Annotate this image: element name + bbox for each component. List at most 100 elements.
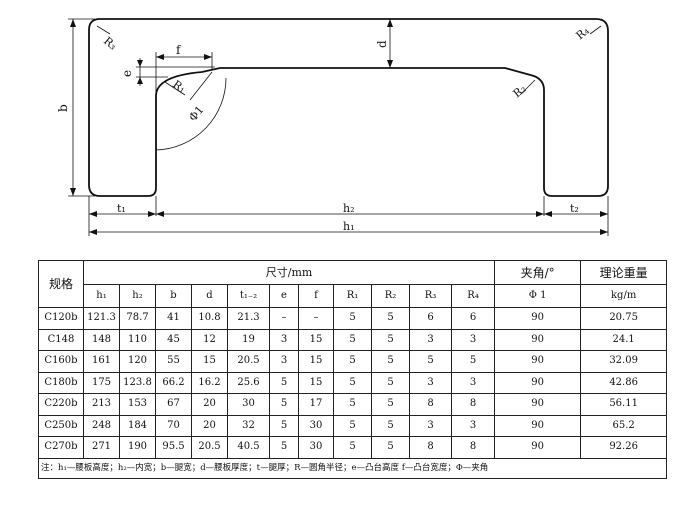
cell: 21.3 xyxy=(227,307,270,330)
subheader-row: h₁ h₂ b d t₁₋₂ e f R₁ R₂ R₃ R₄ Φ 1 kg/m xyxy=(39,284,668,308)
note-row: 注：h₁—腰板高度；h₂—内宽；b—腿宽；d—腰板厚度；t—腿厚；R—圆角半径；… xyxy=(37,457,668,479)
cell: C148 xyxy=(38,328,84,351)
subheader-r2: R₂ xyxy=(371,284,410,308)
cell: 15 xyxy=(298,371,334,394)
subheader-h1: h₁ xyxy=(83,284,120,308)
cell: 20 xyxy=(191,393,228,416)
cell: 5 xyxy=(371,393,410,416)
cell: 5 xyxy=(269,436,299,459)
cell: – xyxy=(269,307,299,330)
subheader-e: e xyxy=(269,284,299,308)
cell: 70 xyxy=(155,414,192,437)
cell: 5 xyxy=(371,350,410,373)
cell: 66.2 xyxy=(155,371,192,394)
cell: 20.5 xyxy=(227,350,270,373)
cell: 120 xyxy=(119,350,156,373)
subheader-weight-unit: kg/m xyxy=(580,284,668,308)
cell: 90 xyxy=(494,350,582,373)
cell: 8 xyxy=(409,436,452,459)
label-t1: t₁ xyxy=(117,202,126,215)
cell: 190 xyxy=(119,436,156,459)
cell: C120b xyxy=(38,307,84,330)
cell: 90 xyxy=(494,307,582,330)
cell: 5 xyxy=(333,414,372,437)
cell: 8 xyxy=(450,393,496,416)
label-h2: h₂ xyxy=(343,202,355,215)
cell: 248 xyxy=(83,414,120,437)
cell: 30 xyxy=(227,393,270,416)
cell: 213 xyxy=(83,393,120,416)
subheader-r1: R₁ xyxy=(333,284,372,308)
table-note: 注：h₁—腰板高度；h₂—内宽；b—腿宽；d—腰板厚度；t—腿厚；R—圆角半径；… xyxy=(37,457,668,479)
cell: 153 xyxy=(119,393,156,416)
cell: 90 xyxy=(494,436,582,459)
label-t2: t₂ xyxy=(570,202,579,215)
cell: 5 xyxy=(450,350,496,373)
cell: 175 xyxy=(83,371,120,394)
cell: 5 xyxy=(269,371,299,394)
cell: 3 xyxy=(450,414,496,437)
cell: 55 xyxy=(155,350,192,373)
cell: 5 xyxy=(371,307,410,330)
cell: 40.5 xyxy=(227,436,270,459)
cell: 90 xyxy=(494,393,582,416)
cell: 20.75 xyxy=(580,307,668,330)
cell: 42.86 xyxy=(580,371,668,394)
cell: 56.11 xyxy=(580,393,668,416)
cell: 95.5 xyxy=(155,436,192,459)
cell: 30 xyxy=(298,436,334,459)
subheader-t: t₁₋₂ xyxy=(227,284,270,308)
cell: 3 xyxy=(409,328,452,351)
subheader-h2: h₂ xyxy=(119,284,156,308)
channel-profile-outline xyxy=(88,18,609,197)
cell: C250b xyxy=(38,414,84,437)
cell: C160b xyxy=(38,350,84,373)
header-angle: 夹角/° xyxy=(494,260,582,285)
header-spec: 规格 xyxy=(38,260,84,308)
cell: 15 xyxy=(298,350,334,373)
cell: 19 xyxy=(227,328,270,351)
cell: 20.5 xyxy=(191,436,228,459)
cell: C270b xyxy=(38,436,84,459)
cell: 121.3 xyxy=(83,307,120,330)
label-d: d xyxy=(375,40,389,48)
cell: – xyxy=(298,307,334,330)
cell: 67 xyxy=(155,393,192,416)
cross-section-drawing: R₃ R₄ R₁ R₂ f e d b Φ1 t₁ h₂ t₂ h₁ xyxy=(56,18,609,236)
cell: 3 xyxy=(269,350,299,373)
cell: 5 xyxy=(333,350,372,373)
cell: 32 xyxy=(227,414,270,437)
subheader-b: b xyxy=(155,284,192,308)
cell: 3 xyxy=(409,371,452,394)
cell: 12 xyxy=(191,328,228,351)
cell: 17 xyxy=(298,393,334,416)
cell: 5 xyxy=(371,371,410,394)
cell: 3 xyxy=(450,328,496,351)
cell: 6 xyxy=(450,307,496,330)
cell: 5 xyxy=(269,393,299,416)
subheader-r4: R₄ xyxy=(450,284,496,308)
cell: 5 xyxy=(409,350,452,373)
subheader-r3: R₃ xyxy=(409,284,452,308)
cell: 3 xyxy=(409,414,452,437)
label-e: e xyxy=(120,70,134,77)
cell: 5 xyxy=(269,414,299,437)
cell: 3 xyxy=(269,328,299,351)
cell: 5 xyxy=(371,436,410,459)
cell: 90 xyxy=(494,371,582,394)
cell: 5 xyxy=(333,371,372,394)
cell: C220b xyxy=(38,393,84,416)
cell: 5 xyxy=(333,328,372,351)
cell: 20 xyxy=(191,414,228,437)
label-r3: R₃ xyxy=(101,34,119,52)
cell: 5 xyxy=(333,393,372,416)
label-r4: R₄ xyxy=(574,24,593,42)
subheader-f: f xyxy=(298,284,334,308)
label-h1: h₁ xyxy=(343,220,355,233)
